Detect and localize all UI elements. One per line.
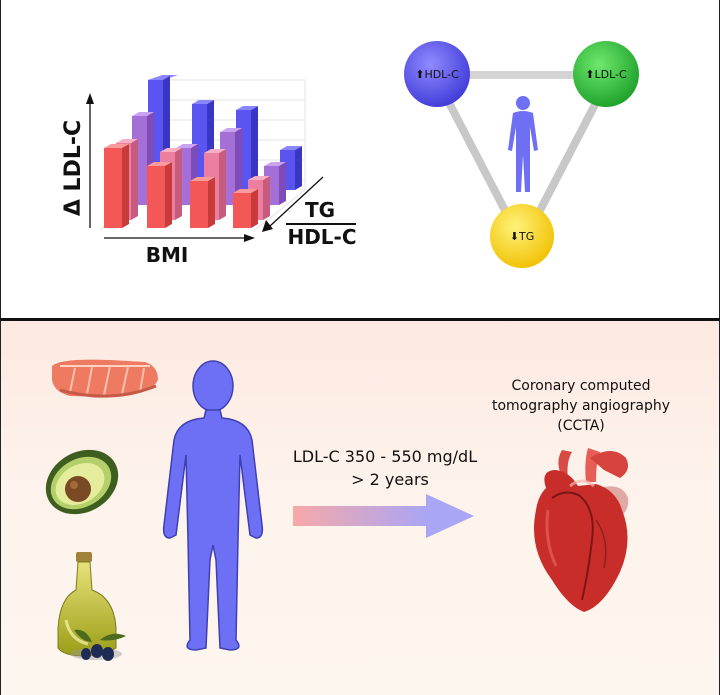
svg-text:⬇TG: ⬇TG <box>510 230 534 243</box>
avocado-icon <box>45 449 119 515</box>
node-ldl: ⬆LDL-C <box>573 41 639 107</box>
ccta-line-3: (CCTA) <box>557 418 605 434</box>
down-arrow-icon: ⬇ <box>510 230 519 243</box>
svg-text:⬆HDL-C: ⬆HDL-C <box>415 68 459 81</box>
node-hdl: ⬆HDL-C <box>404 41 470 107</box>
node-tg-label: TG <box>518 230 534 243</box>
heart-icon <box>534 448 629 612</box>
z-axis-label-numerator: TG <box>305 198 335 222</box>
node-tg: ⬇TG <box>490 204 554 268</box>
ccta-line-1: Coronary computed <box>512 378 651 394</box>
salmon-icon <box>52 359 158 398</box>
svg-text:⬆LDL-C: ⬆LDL-C <box>585 68 627 81</box>
olive-oil-icon <box>57 552 126 661</box>
node-ldl-label: LDL-C <box>595 68 628 81</box>
panel-divider <box>0 318 720 321</box>
person-figure-large <box>162 360 264 651</box>
ldl-condition-text: LDL-C 350 - 550 mg/dL <box>293 447 477 466</box>
x-axis-label: BMI <box>146 243 189 267</box>
chart-axes <box>86 93 324 242</box>
person-figure-small <box>508 96 538 192</box>
z-axis-label-denominator: HDL-C <box>287 225 356 249</box>
bar-front-4 <box>233 193 251 228</box>
up-arrow-icon: ⬆ <box>585 68 594 81</box>
bar-front-2 <box>147 166 165 228</box>
lipid-triangle: ⬆HDL-C ⬆LDL-C ⬇TG <box>404 41 639 268</box>
bar-row-front <box>104 144 258 228</box>
y-axis-label: Δ LDL-C <box>61 120 86 216</box>
bar-chart-3d: Δ LDL-C BMI TG HDL-C <box>61 75 357 267</box>
up-arrow-icon: ⬆ <box>415 68 424 81</box>
ccta-line-2: tomography angiography <box>492 398 670 414</box>
bar-front-1 <box>104 148 122 228</box>
duration-text: > 2 years <box>351 470 429 489</box>
node-hdl-label: HDL-C <box>424 68 459 81</box>
triangle-connectors <box>441 71 604 222</box>
bar-front-3 <box>190 181 208 228</box>
right-arrow-icon <box>293 494 474 538</box>
